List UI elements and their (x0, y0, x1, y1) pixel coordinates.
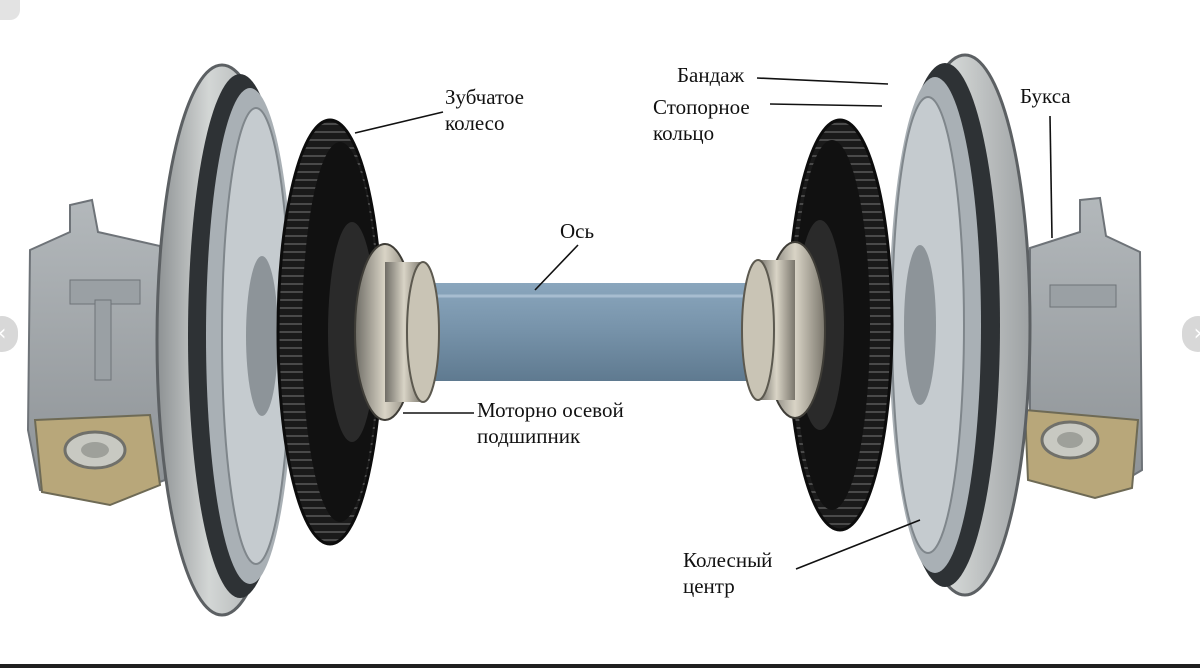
label-motor-axle-bearing: Моторно осевой подшипник (477, 397, 624, 449)
chevron-left-icon[interactable]: ‹ (0, 316, 18, 352)
axle (425, 283, 755, 381)
leader-axle (534, 244, 579, 291)
bearing-left (354, 243, 440, 421)
label-motor-axle-bearing-line2: подшипник (477, 424, 581, 448)
label-tire: Бандаж (677, 63, 745, 87)
chevron-right-icon[interactable]: › (1182, 316, 1200, 352)
label-axle: Ось (560, 219, 595, 243)
leader-center (795, 519, 921, 570)
label-wheel-center-line1: Колесный (683, 548, 773, 572)
axlebox-left (26, 198, 167, 507)
axlebox-right (1023, 196, 1144, 500)
label-retaining-ring: Стопорное кольцо (653, 94, 750, 146)
label-retaining-ring-line2: кольцо (653, 121, 715, 145)
label-gear-wheel-line2: колесо (445, 111, 505, 135)
leader-lines (354, 77, 1053, 570)
label-wheel-center: Колесный центр (683, 547, 772, 599)
label-motor-axle-bearing-line1: Моторно осевой (477, 398, 624, 422)
bottom-border (0, 664, 1200, 668)
label-gear-wheel: Зубчатое колесо (445, 84, 524, 136)
wheel-right (889, 53, 1032, 597)
label-axlebox: Букса (1020, 84, 1071, 108)
bearing-right (741, 241, 826, 419)
corner-tab (0, 0, 20, 20)
leader-tire (756, 77, 889, 85)
gear-right (786, 118, 894, 532)
leader-axlebox (1049, 115, 1053, 239)
wheel-left (155, 63, 294, 617)
label-wheel-center-line2: центр (683, 574, 735, 598)
leader-gear (354, 111, 444, 134)
label-retaining-ring-line1: Стопорное (653, 95, 750, 119)
leader-ring (769, 103, 883, 107)
label-gear-wheel-line1: Зубчатое (445, 85, 524, 109)
